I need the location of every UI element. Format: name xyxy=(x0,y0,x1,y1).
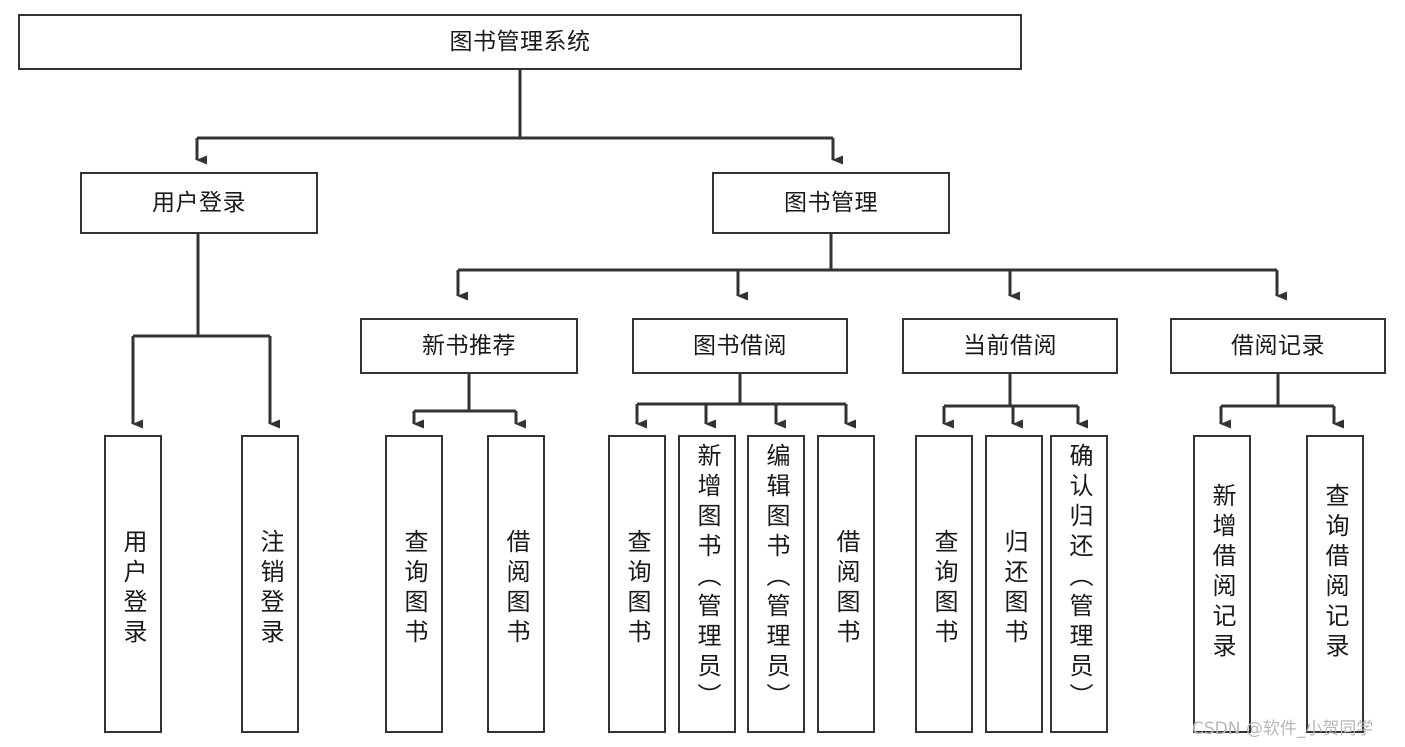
node-label: 借阅图书 xyxy=(832,529,860,649)
node-book-management[interactable]: 图书管理 xyxy=(712,172,950,234)
leaf-query-book-borrow[interactable]: 查询图书 xyxy=(608,435,666,733)
node-label: 当前借阅 xyxy=(963,332,1057,359)
node-label: 图书管理 xyxy=(784,189,878,216)
node-label: 注销登录 xyxy=(256,529,284,649)
leaf-borrow-book-borrow[interactable]: 借阅图书 xyxy=(817,435,875,733)
leaf-query-book-current[interactable]: 查询图书 xyxy=(915,435,973,733)
leaf-edit-book-admin[interactable]: 编辑图书（管理员） xyxy=(747,435,805,733)
leaf-query-book-recommend[interactable]: 查询图书 xyxy=(385,435,443,733)
leaf-user-login[interactable]: 用户登录 xyxy=(104,435,162,733)
leaf-logout[interactable]: 注销登录 xyxy=(241,435,299,733)
node-new-book-recommend[interactable]: 新书推荐 xyxy=(360,318,578,374)
node-label: 查询图书 xyxy=(400,529,428,649)
node-label: 查询图书 xyxy=(623,529,651,649)
node-label: 归还图书 xyxy=(1000,529,1028,649)
leaf-query-borrow-record[interactable]: 查询借阅记录 xyxy=(1306,435,1364,733)
node-label: 借阅记录 xyxy=(1231,332,1325,359)
leaf-borrow-book-recommend[interactable]: 借阅图书 xyxy=(487,435,545,733)
node-label: 查询图书 xyxy=(930,529,958,649)
leaf-return-book[interactable]: 归还图书 xyxy=(985,435,1043,733)
node-label: 新书推荐 xyxy=(422,332,516,359)
node-current-borrow[interactable]: 当前借阅 xyxy=(902,318,1118,374)
node-label: 查询借阅记录 xyxy=(1321,483,1349,663)
node-label: 用户登录 xyxy=(152,189,246,216)
node-label: 用户登录 xyxy=(119,529,147,649)
node-label: 编辑图书（管理员） xyxy=(762,443,790,713)
node-borrow-records[interactable]: 借阅记录 xyxy=(1170,318,1386,374)
node-root-library-system[interactable]: 图书管理系统 xyxy=(18,14,1022,70)
node-user-login[interactable]: 用户登录 xyxy=(80,172,318,234)
node-book-borrow[interactable]: 图书借阅 xyxy=(632,318,848,374)
watermark-text: CSDN @软件_小贺同学 xyxy=(1192,719,1374,739)
node-label: 借阅图书 xyxy=(502,529,530,649)
node-label: 新增借阅记录 xyxy=(1208,483,1236,663)
leaf-confirm-return-admin[interactable]: 确认归还（管理员） xyxy=(1050,435,1108,733)
leaf-add-book-admin[interactable]: 新增图书（管理员） xyxy=(678,435,736,733)
node-label: 确认归还（管理员） xyxy=(1065,443,1093,713)
node-label: 图书管理系统 xyxy=(449,28,591,55)
leaf-add-borrow-record[interactable]: 新增借阅记录 xyxy=(1193,435,1251,733)
node-label: 图书借阅 xyxy=(693,332,787,359)
node-label: 新增图书（管理员） xyxy=(693,443,721,713)
